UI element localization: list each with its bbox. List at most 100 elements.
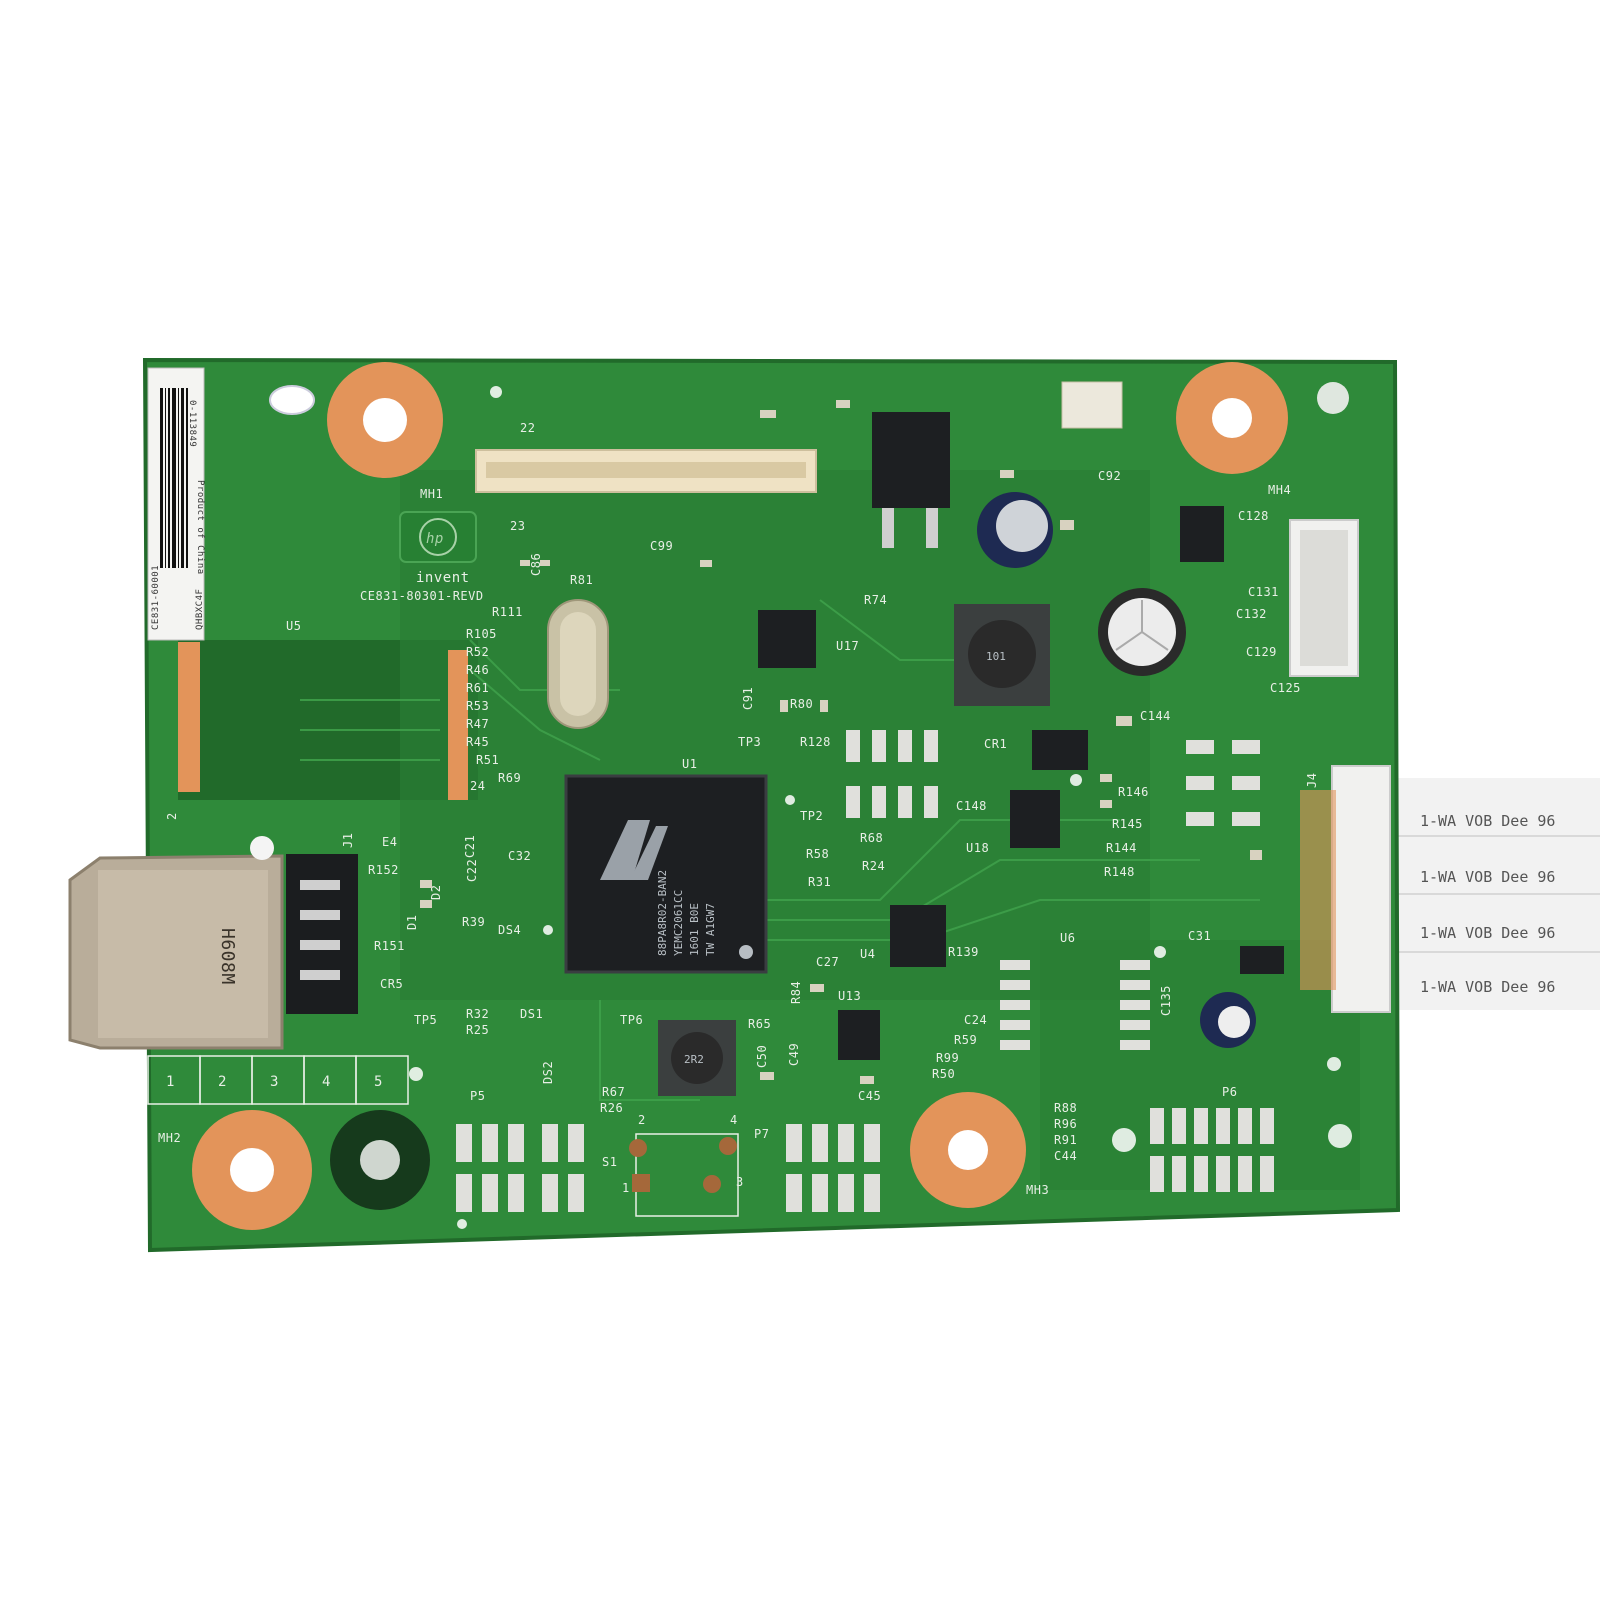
label-r99: R99 (936, 1051, 959, 1065)
label-mh4: MH4 (1268, 483, 1291, 497)
hp-logo-mark: hp (426, 531, 444, 547)
jumper-4: 4 (322, 1074, 331, 1090)
label-r128: R128 (800, 735, 831, 749)
capacitor-small (1200, 992, 1256, 1048)
inductor-mark-2: 2R2 (684, 1053, 704, 1066)
flex-connector (178, 642, 468, 800)
pad-array-p5 (456, 1124, 584, 1212)
inductor-small: 2R2 (658, 1020, 736, 1096)
label-c49: C49 (787, 1043, 801, 1066)
label-u18: U18 (966, 841, 989, 855)
label-c131: C131 (1248, 585, 1279, 599)
label-r51: R51 (476, 753, 499, 767)
label-tp6: TP6 (620, 1013, 643, 1027)
label-u13: U13 (838, 989, 861, 1003)
jumper-3: 3 (270, 1074, 279, 1090)
pad-array-center (846, 730, 938, 818)
label-u1: U1 (682, 757, 697, 771)
label-j1: J1 (341, 833, 355, 848)
label-r111: R111 (492, 605, 523, 619)
label-c144: C144 (1140, 709, 1171, 723)
main-processor-chip: 88PA8R02-BAN2 YEMC2061CC 1601 B0E TW A1G… (564, 774, 768, 974)
label-ds4: DS4 (498, 923, 521, 937)
ic-u17 (758, 610, 816, 668)
label-24: 2 (165, 812, 179, 820)
label-r24: R24 (862, 859, 885, 873)
label-u5: U5 (286, 619, 301, 633)
top-connector (475, 449, 817, 493)
label-c24: C24 (964, 1013, 987, 1027)
label-c99: C99 (650, 539, 673, 553)
label-r96: R96 (1054, 1117, 1077, 1131)
pad-array-p7 (786, 1124, 880, 1212)
label-c92: C92 (1098, 469, 1121, 483)
label-p7: P7 (754, 1127, 769, 1141)
dark-hole (330, 1110, 430, 1210)
barcode-label: CE831-60001 Product of China 0-113849 QH… (147, 367, 205, 641)
ic-u4 (890, 905, 946, 967)
label-c27: C27 (816, 955, 839, 969)
switch-pin-3: 3 (736, 1175, 744, 1189)
label-p6: P6 (1222, 1085, 1237, 1099)
connector-top-small (1061, 381, 1123, 429)
brand-slogan: invent (416, 570, 470, 586)
label-r148: R148 (1104, 865, 1135, 879)
barcode-text-2: Product of China (195, 480, 205, 575)
voltage-regulator (872, 412, 950, 548)
usb-port-label: H608M (217, 928, 238, 985)
label-r146: R146 (1118, 785, 1149, 799)
label-r45: R45 (466, 735, 489, 749)
label-r31: R31 (808, 875, 831, 889)
connector-label-21: 22 (520, 421, 535, 435)
label-r69: R69 (498, 771, 521, 785)
label-r58: R58 (806, 847, 829, 861)
label-c148: C148 (956, 799, 987, 813)
usb-port: H608M (68, 854, 358, 1050)
mounting-hole-mh3 (910, 1092, 1026, 1208)
jumper-boxes (147, 1055, 409, 1105)
barcode-text-3: 0-113849 (187, 400, 197, 447)
label-r26: R26 (600, 1101, 623, 1115)
label-r52: R52 (466, 645, 489, 659)
capacitor-large (977, 492, 1053, 568)
barcode-text-4: QHBXC4F (195, 589, 205, 630)
connector-j4 (1300, 765, 1391, 1013)
label-mh1: MH1 (420, 487, 443, 501)
label-r88: R88 (1054, 1101, 1077, 1115)
connector-label-22: 23 (510, 519, 525, 533)
label-c45: C45 (858, 1089, 881, 1103)
label-r152: R152 (368, 863, 399, 877)
switch-pin-4: 4 (730, 1113, 738, 1127)
label-c31: C31 (1188, 929, 1211, 943)
pad-array-p6 (1150, 1108, 1274, 1192)
ribbon-text-2: 1-WA VOB Dee 96 (1420, 868, 1555, 886)
label-u6: U6 (1060, 931, 1075, 945)
barcode-text-1: CE831-60001 (151, 565, 161, 630)
label-c135: C135 (1159, 985, 1173, 1016)
label-j4: J4 (1305, 773, 1319, 788)
label-c22: C22 (465, 859, 479, 882)
ribbon-text-4: 1-WA VOB Dee 96 (1420, 978, 1555, 996)
jumper-5: 5 (374, 1074, 383, 1090)
label-ds1: DS1 (520, 1007, 543, 1021)
capacitor-silver (1098, 588, 1186, 676)
marvell-logo-icon (600, 820, 650, 880)
label-c32: C32 (508, 849, 531, 863)
label-r81: R81 (570, 573, 593, 587)
hp-logo: hp (399, 511, 477, 563)
label-ds2: DS2 (541, 1061, 555, 1084)
jumper-1: 1 (166, 1074, 175, 1090)
label-cr5: CR5 (380, 977, 403, 991)
label-r50: R50 (932, 1067, 955, 1081)
jumper-2: 2 (218, 1074, 227, 1090)
mounting-hole-mh2 (192, 1110, 312, 1230)
label-r145: R145 (1112, 817, 1143, 831)
label-p5: P5 (470, 1089, 485, 1103)
diode-cr1 (1032, 730, 1088, 770)
label-r61: R61 (466, 681, 489, 695)
ic-top-right (1180, 506, 1224, 562)
label-tp5: TP5 (414, 1013, 437, 1027)
pad-array-right (1186, 740, 1260, 826)
label-c91: C91 (741, 687, 755, 710)
